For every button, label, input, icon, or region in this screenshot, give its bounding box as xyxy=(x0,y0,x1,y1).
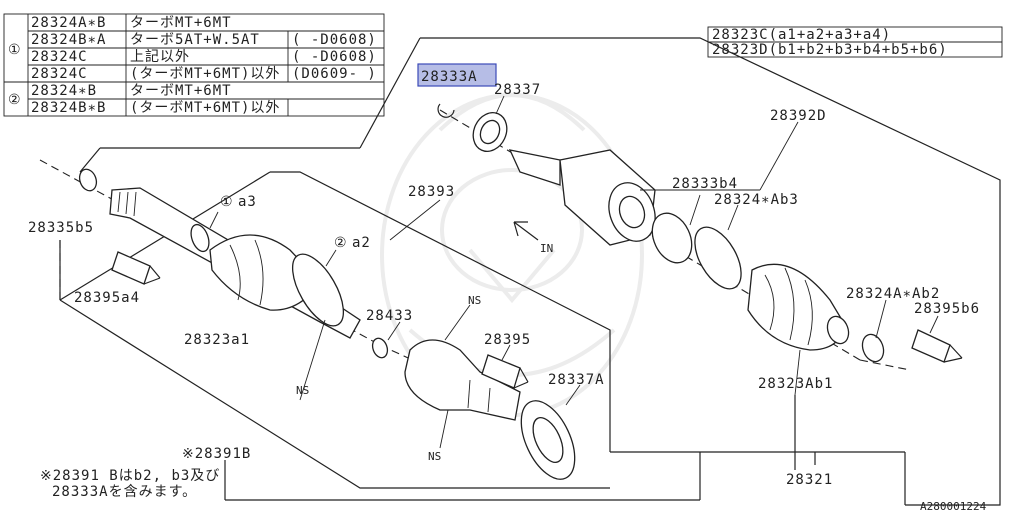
label-28323a1[interactable]: 28323a1 xyxy=(184,332,250,348)
label-28324Ab2[interactable]: 28324A∗Ab2 xyxy=(846,286,940,302)
label-28321[interactable]: 28321 xyxy=(786,472,833,488)
table-description: (ターボMT+6MT)以外 xyxy=(130,100,280,116)
upper-components xyxy=(437,103,963,363)
label-28391B[interactable]: ※28391B xyxy=(182,446,251,462)
label-28335b5[interactable]: 28335b5 xyxy=(28,220,94,236)
table-description: ターボMT+6MT xyxy=(130,83,232,99)
table-part-number: 28324B∗A xyxy=(31,32,106,48)
application-table: ① ② 28324A∗B ターボMT+6MT 28324B∗A ターボ5AT+W… xyxy=(3,13,385,117)
table-description: ターボ5AT+W.5AT xyxy=(130,32,260,48)
circlip-28333A xyxy=(437,103,455,118)
band-a3-mark: ① xyxy=(220,194,234,210)
label-28393[interactable]: 28393 xyxy=(408,184,455,200)
circlip-28335b5 xyxy=(78,168,98,192)
kit-table: 28323C(a1+a2+a3+a4) 28323D(b1+b2+b3+b4+b… xyxy=(707,26,1003,58)
label-28433[interactable]: 28433 xyxy=(366,308,413,324)
lower-components xyxy=(78,168,576,480)
table-part-number: 28324∗B xyxy=(31,83,97,99)
band-a3 xyxy=(190,223,210,253)
table-part-number: 28324B∗B xyxy=(31,100,106,116)
label-28337[interactable]: 28337 xyxy=(494,82,541,98)
outer-joint-28391B xyxy=(404,339,521,421)
band-a2-mark: ② xyxy=(334,235,348,251)
label-28395a4[interactable]: 28395a4 xyxy=(74,290,140,306)
selected-part-highlight xyxy=(417,63,497,87)
table-part-number: 28324A∗B xyxy=(31,15,106,31)
table-date-range: ( -D0608) xyxy=(292,49,377,65)
band-28324Ab3 xyxy=(694,226,742,290)
table-description: 上記以外 xyxy=(130,48,190,65)
label-28337A[interactable]: 28337A xyxy=(548,372,605,388)
label-28333A[interactable]: 28333A xyxy=(421,69,478,85)
ns-label: NS xyxy=(428,450,441,463)
footnote-line-1: ※28391 Bはb2, b3及び xyxy=(40,468,220,484)
circlip-28433 xyxy=(371,337,389,359)
in-direction-arrow: IN xyxy=(513,221,553,255)
label-28392D[interactable]: 28392D xyxy=(770,108,827,124)
label-28395b6[interactable]: 28395b6 xyxy=(914,301,980,317)
in-label: IN xyxy=(540,242,553,255)
spline-shaft xyxy=(508,149,561,186)
group-2-mark: ② xyxy=(8,92,22,108)
boot-28323a1 xyxy=(209,234,321,311)
kit-d-composition: 28323D(b1+b2+b3+b4+b5+b6) xyxy=(712,42,948,58)
table-description: ターボMT+6MT xyxy=(130,15,232,31)
group-1-mark: ① xyxy=(8,42,22,58)
label-28333b4[interactable]: 28333b4 xyxy=(672,176,738,192)
table-description: (ターボMT+6MT)以外 xyxy=(130,66,280,82)
footnote-line-2: 28333Aを含みます。 xyxy=(52,484,197,500)
table-date-range: (D0609- ) xyxy=(292,66,377,82)
table-date-range: ( -D0608) xyxy=(292,32,377,48)
band-28324Ab2 xyxy=(861,333,885,363)
label-a2[interactable]: a2 xyxy=(352,235,371,251)
ns-label: NS xyxy=(296,384,309,397)
table-part-number: 28324C xyxy=(31,49,88,65)
band-a2 xyxy=(291,253,345,327)
label-28323Ab1[interactable]: 28323Ab1 xyxy=(758,376,833,392)
figure-id: A280001224 xyxy=(920,500,987,512)
ns-label: NS xyxy=(468,294,481,307)
table-part-number: 28324C xyxy=(31,66,88,82)
label-a3[interactable]: a3 xyxy=(238,194,257,210)
kit-c-composition: 28323C(a1+a2+a3+a4) xyxy=(712,27,891,43)
grease-28395b6 xyxy=(911,329,951,363)
label-28324Ab3[interactable]: 28324∗Ab3 xyxy=(714,192,799,208)
leader-lines xyxy=(209,95,939,449)
part-labels: 28333A 28337 28392D 28333b4 28324∗Ab3 28… xyxy=(28,63,987,512)
oring-28333b4 xyxy=(651,212,693,264)
label-28395[interactable]: 28395 xyxy=(484,332,531,348)
